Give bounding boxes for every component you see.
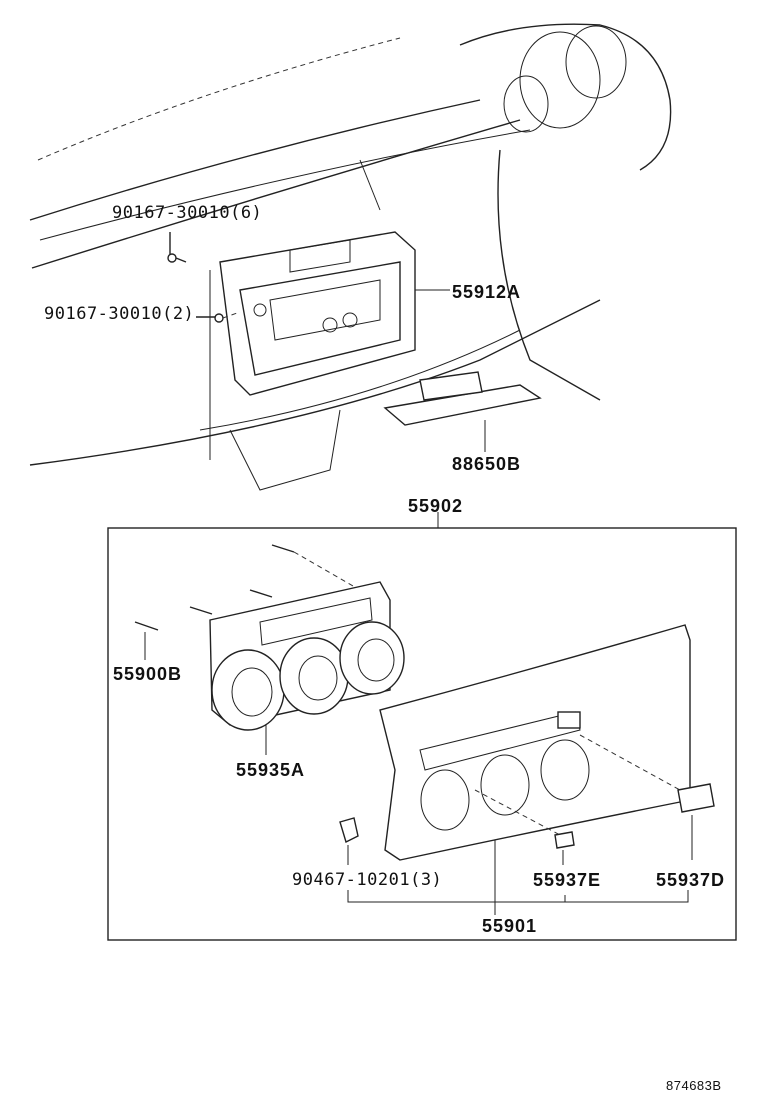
label-panel-part-d: 55937D [656, 870, 726, 890]
board-88650b [383, 371, 542, 452]
bolts-55900b [134, 544, 361, 660]
part-55937d [677, 783, 715, 860]
label-bolts: 55900B [113, 664, 183, 684]
assembly-frame [107, 527, 737, 941]
label-panel: 55901 [482, 916, 538, 936]
panel-55901 [379, 624, 691, 895]
label-knob-unit: 55935A [236, 760, 306, 780]
clip-90467 [339, 817, 359, 865]
leader-55901-bracket [347, 890, 689, 903]
label-screw-lower: 90167-30010(2) [44, 304, 195, 324]
dashboard-outline [29, 23, 672, 491]
screw-lower [196, 311, 241, 323]
label-assembly: 55902 [408, 496, 464, 516]
bracket-55912a [219, 231, 416, 396]
label-screw-upper: 90167-30010(6) [112, 203, 263, 223]
label-board: 88650B [452, 454, 522, 474]
label-bracket: 55912A [452, 282, 522, 302]
screw-upper [167, 232, 187, 263]
knob-unit-55935a [209, 581, 405, 755]
figure-id: 874683B [666, 1078, 722, 1093]
label-clip: 90467-10201(3) [292, 870, 443, 890]
label-panel-part-e: 55937E [533, 870, 602, 890]
part-55937e [554, 831, 575, 865]
